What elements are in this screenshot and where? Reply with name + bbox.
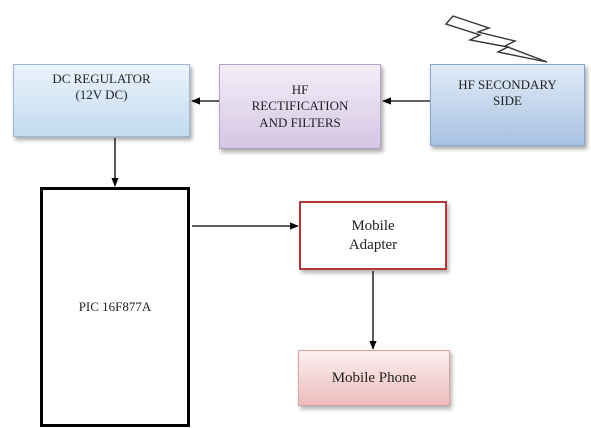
hf-secondary-block: HF SECONDARY SIDE [430,64,585,146]
mobile-adapter-line2: Adapter [348,236,398,253]
mobile-phone-label: Mobile Phone [331,369,417,386]
mobile-phone-block: Mobile Phone [298,350,450,406]
hf-secondary-line2: SIDE [493,93,522,109]
pic-microcontroller-block: PIC 16F877A [40,187,190,427]
dc-regulator-block: DC REGULATOR (12V DC) [13,64,190,137]
hf-rectification-line1: HF [291,82,309,98]
hf-rectification-line3: AND FILTERS [259,114,341,130]
dc-regulator-title: DC REGULATOR [52,71,151,86]
pic-label: PIC 16F877A [78,298,152,314]
hf-secondary-line1: HF SECONDARY [458,77,557,92]
lightning-bolt-icon [444,15,548,63]
mobile-adapter-block: Mobile Adapter [299,201,447,270]
mobile-adapter-line1: Mobile [351,217,395,234]
dc-regulator-voltage: (12V DC) [75,87,128,103]
hf-rectification-block: HF RECTIFICATION AND FILTERS [219,64,381,149]
hf-rectification-line2: RECTIFICATION [251,98,349,114]
